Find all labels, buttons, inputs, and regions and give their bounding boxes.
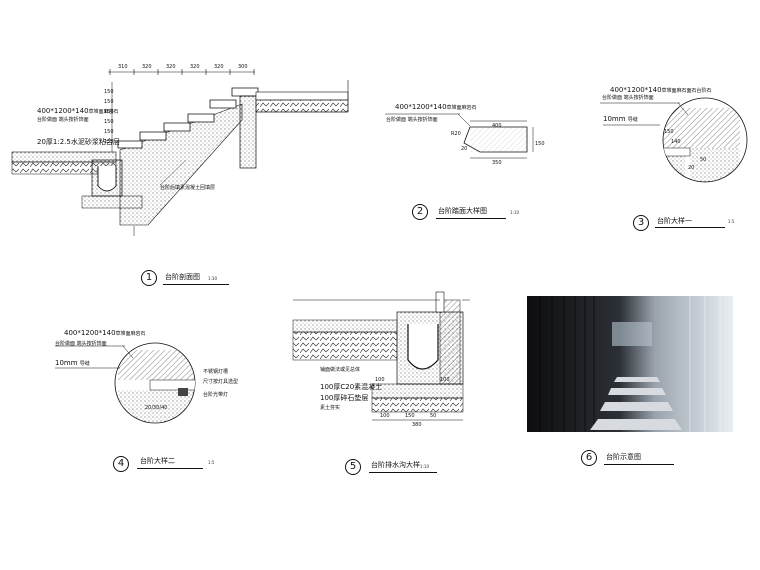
d6-number-badge: 6 — [581, 450, 597, 466]
d5-dim-380: 380 — [412, 422, 422, 428]
d3-scale: 1:5 — [728, 219, 735, 224]
d4-dims: 20/30/40 — [145, 405, 168, 411]
d1-note-finish: 台阶做面 端头按折饰面 — [37, 117, 89, 123]
d3-dim-d: 20 — [688, 165, 695, 171]
d5-caption: 台阶排水沟大样 — [371, 461, 420, 469]
d1-dim-6: 300 — [238, 64, 248, 70]
d1-caption-underline — [163, 284, 229, 285]
d3-label-10mm: 10mm 导缝 — [603, 115, 638, 123]
d5-number-badge: 5 — [345, 459, 361, 475]
d6-caption-underline — [604, 464, 674, 465]
detail6-photo — [527, 296, 733, 432]
d1-vdim-3: 150 — [104, 109, 114, 115]
d1-spec: 400*1200*140草堆面麻岩石 — [37, 107, 119, 115]
d4-label-led: 台阶光带灯 — [203, 392, 229, 398]
d1-vdim-5: 150 — [104, 129, 114, 135]
d3-note: 台阶做面 端头按折饰面 — [602, 95, 654, 101]
d3-number-badge: 3 — [633, 215, 649, 231]
d5-label-c20: 100厚C20素混凝土 — [320, 383, 383, 391]
d1-dim-1: 310 — [118, 64, 128, 70]
d4-spec: 400*1200*140草堆面麻岩石 — [64, 329, 146, 337]
d5-dim-100b: 100 — [440, 377, 450, 383]
d1-vdim-2: 150 — [104, 99, 114, 105]
detail4-circle — [55, 342, 196, 424]
d2-dim-150: 150 — [535, 141, 545, 147]
d5-dim-150: 150 — [405, 413, 415, 419]
d5-scale: 1:10 — [420, 464, 429, 469]
d1-caption: 台阶剖面图 — [165, 273, 200, 281]
d3-spec: 400*1200*140草堆面麻石面石台阶石 — [610, 86, 712, 94]
d1-number-badge: 1 — [141, 270, 157, 286]
d3-caption: 台阶大样一 — [657, 217, 692, 225]
d5-caption-underline — [369, 472, 437, 473]
d1-dim-5: 320 — [214, 64, 224, 70]
d2-dim-400: 400 — [492, 123, 502, 129]
d4-caption: 台阶大样二 — [140, 457, 175, 465]
d4-note: 台阶做面 端头按折饰面 — [55, 341, 107, 347]
d5-dim-100c: 100 — [380, 413, 390, 419]
d5-dim-100a: 100 — [375, 377, 385, 383]
d4-scale: 1:5 — [208, 460, 215, 465]
d4-label-steel: 不锈钢灯槽 — [203, 369, 229, 375]
detail1-section — [11, 69, 349, 236]
d1-note-mortar: 20厚1:2.5水泥砂浆粘合层 — [37, 138, 120, 146]
d2-dim-20: 20 — [461, 146, 468, 152]
d3-dim-c: 50 — [700, 157, 707, 163]
d1-note-concrete: 台阶后填素混凝土回填层 — [160, 185, 216, 191]
d1-dim-4: 320 — [190, 64, 200, 70]
d4-number-badge: 4 — [113, 456, 129, 472]
d4-caption-underline — [137, 468, 203, 469]
d2-spec: 400*1200*140草堆面麻岩石 — [395, 103, 477, 111]
d2-number-badge: 2 — [412, 204, 428, 220]
d2-scale: 1:10 — [510, 210, 519, 215]
detail5-drain — [292, 291, 470, 421]
d2-note: 台阶做面 端头按折饰面 — [386, 117, 438, 123]
d1-vdim-1: 150 — [104, 89, 114, 95]
d4-label-light: 尺寸按灯具选型 — [203, 379, 239, 385]
d6-caption: 台阶示意图 — [606, 453, 641, 461]
d1-dim-3: 320 — [166, 64, 176, 70]
d5-label-gravel: 100厚碎石垫层 — [320, 394, 369, 402]
d3-dim-b: 140 — [671, 139, 681, 145]
d1-scale: 1:30 — [208, 276, 217, 281]
d2-dim-r20: R20 — [451, 131, 461, 137]
d5-label-soil: 素土夯实 — [320, 405, 341, 411]
d2-dim-350: 350 — [492, 160, 502, 166]
d3-dim-a: 150 — [664, 129, 674, 135]
d3-caption-underline — [655, 227, 725, 228]
d4-label-10mm: 10mm 导缝 — [55, 359, 90, 367]
d1-dim-2: 320 — [142, 64, 152, 70]
d1-vdim-6: 150 — [104, 139, 114, 145]
d2-caption: 台阶踏面大样图 — [438, 207, 487, 215]
detail2-tread — [385, 113, 534, 159]
d1-vdim-4: 150 — [104, 119, 114, 125]
d5-dim-50: 50 — [430, 413, 437, 419]
d2-caption-underline — [436, 218, 506, 219]
d5-label-finish: 铺面做法或见总体 — [320, 367, 361, 373]
